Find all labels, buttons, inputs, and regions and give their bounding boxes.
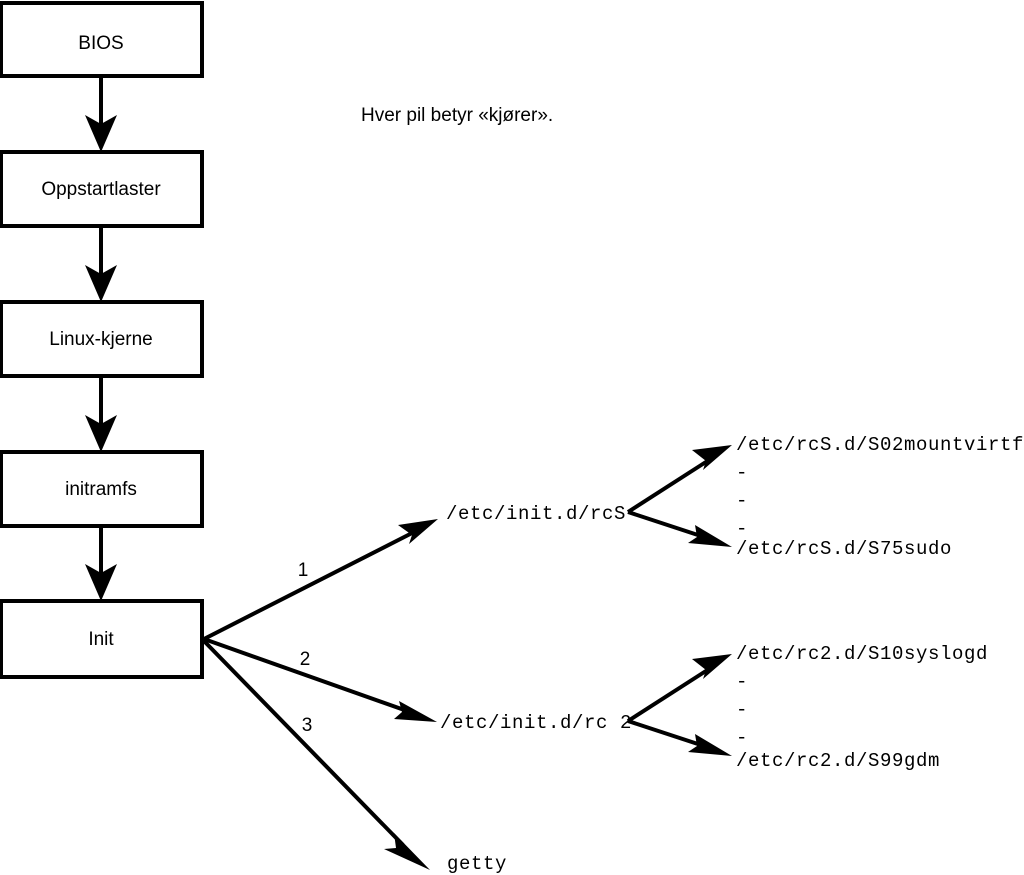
edge-label-1: 1 — [298, 560, 309, 581]
node-init-box — [0, 599, 204, 679]
node-bios-box — [0, 1, 204, 78]
edge-label-2: 2 — [300, 649, 311, 670]
arrow-bios-to-bootloader — [85, 76, 117, 152]
node-bootloader-label: Oppstartlaster — [41, 179, 161, 200]
arrow-init-to-rcs — [203, 519, 438, 641]
arrow-rcs-to-first-script — [626, 445, 732, 514]
arrow-bootloader-to-kernel — [85, 226, 117, 302]
node-initramfs-box — [0, 450, 204, 528]
arrow-initramfs-to-init — [85, 526, 117, 601]
arrow-init-to-getty — [202, 639, 430, 870]
edge-label-3: 3 — [302, 715, 313, 736]
node-init[interactable]: Init — [0, 599, 204, 679]
rcs-child-first: /etc/rcS.d/S02mountvirtfs — [736, 434, 1024, 456]
rc2-child-ellipsis-3: - — [736, 727, 748, 749]
script-label-rcs: /etc/init.d/rcS — [446, 503, 626, 525]
arrow-rc2-to-first-script — [626, 654, 732, 723]
rc2-child-first: /etc/rc2.d/S10syslogd — [736, 643, 988, 665]
rcs-child-ellipsis-1: - — [736, 462, 748, 484]
arrow-kernel-to-initramfs — [85, 376, 117, 452]
rcs-child-last: /etc/rcS.d/S75sudo — [736, 538, 952, 560]
node-kernel[interactable]: Linux-kjerne — [0, 300, 204, 378]
rc2-child-last: /etc/rc2.d/S99gdm — [736, 750, 940, 772]
diagram-note: Hver pil betyr «kjører». — [361, 105, 553, 126]
rcs-child-ellipsis-2: - — [736, 490, 748, 512]
node-initramfs[interactable]: initramfs — [0, 450, 204, 528]
rc2-child-ellipsis-1: - — [736, 671, 748, 693]
arrow-rcs-to-last-script — [627, 510, 732, 547]
arrow-rc2-to-last-script — [627, 719, 732, 756]
arrow-init-to-rc2 — [203, 637, 437, 722]
node-initramfs-label: initramfs — [65, 479, 137, 500]
rc2-child-ellipsis-2: - — [736, 699, 748, 721]
node-bootloader[interactable]: Oppstartlaster — [0, 150, 204, 228]
node-bios[interactable]: BIOS — [0, 1, 204, 78]
node-init-label: Init — [88, 629, 114, 650]
node-bios-label: BIOS — [78, 33, 123, 54]
script-label-getty: getty — [447, 853, 507, 875]
script-label-rc2: /etc/init.d/rc 2 — [440, 712, 632, 734]
node-kernel-label: Linux-kjerne — [49, 329, 153, 350]
rcs-child-ellipsis-3: - — [736, 518, 748, 540]
